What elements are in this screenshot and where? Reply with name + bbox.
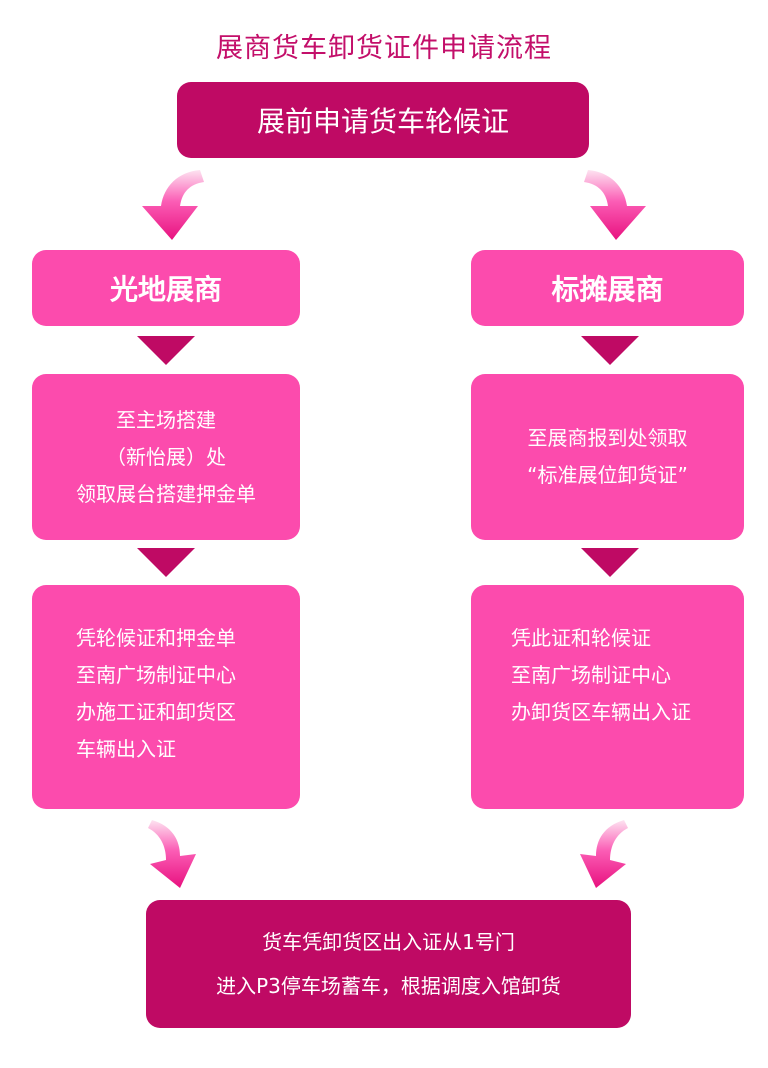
down-triangle-icon — [581, 336, 639, 365]
left-step2-line: 办施工证和卸货区 — [76, 700, 236, 724]
left-step2-line: 车辆出入证 — [76, 737, 176, 761]
top-step-box: 展前申请货车轮候证 — [177, 82, 589, 158]
left-branch-header-label: 光地展商 — [109, 273, 222, 306]
down-triangle-icon — [137, 548, 195, 577]
right-branch-header: 标摊展商 — [471, 250, 744, 326]
down-triangle-icon — [581, 548, 639, 577]
final-step-box: 货车凭卸货区出入证从1号门 进入P3停车场蓄车，根据调度入馆卸货 — [146, 900, 631, 1028]
left-step1-line: 至主场搭建 — [116, 407, 216, 432]
right-branch-header-label: 标摊展商 — [551, 273, 664, 306]
right-step2-line: 凭此证和轮候证 — [511, 626, 651, 650]
down-triangle-icon — [137, 336, 195, 365]
curved-arrow-left-icon — [142, 170, 204, 240]
left-step1-line: （新怡展）处 — [106, 444, 226, 469]
curved-arrow-right-icon — [584, 170, 646, 240]
left-branch-header: 光地展商 — [32, 250, 300, 326]
final-step-line: 货车凭卸货区出入证从1号门 — [262, 930, 515, 954]
top-step-label: 展前申请货车轮候证 — [256, 105, 509, 138]
left-step2-line: 凭轮候证和押金单 — [76, 626, 236, 650]
right-step1-line: 至展商报到处领取 — [527, 426, 688, 450]
curved-arrow-converge-left-icon — [148, 820, 196, 888]
left-step1-line: 领取展台搭建押金单 — [76, 481, 256, 506]
right-step2-line: 办卸货区车辆出入证 — [511, 700, 691, 724]
right-step2-line: 至南广场制证中心 — [511, 663, 671, 687]
left-step2-box: 凭轮候证和押金单 至南广场制证中心 办施工证和卸货区 车辆出入证 — [32, 585, 300, 809]
curved-arrow-converge-right-icon — [580, 820, 628, 888]
left-step1-box: 至主场搭建 （新怡展）处 领取展台搭建押金单 — [32, 374, 300, 540]
right-step1-box: 至展商报到处领取 “标准展位卸货证” — [471, 374, 744, 540]
right-step1-line: “标准展位卸货证” — [527, 463, 688, 487]
right-step2-box: 凭此证和轮候证 至南广场制证中心 办卸货区车辆出入证 — [471, 585, 744, 809]
left-step2-line: 至南广场制证中心 — [76, 663, 236, 687]
final-step-line: 进入P3停车场蓄车，根据调度入馆卸货 — [216, 974, 561, 998]
page-title: 展商货车卸货证件申请流程 — [216, 33, 552, 64]
